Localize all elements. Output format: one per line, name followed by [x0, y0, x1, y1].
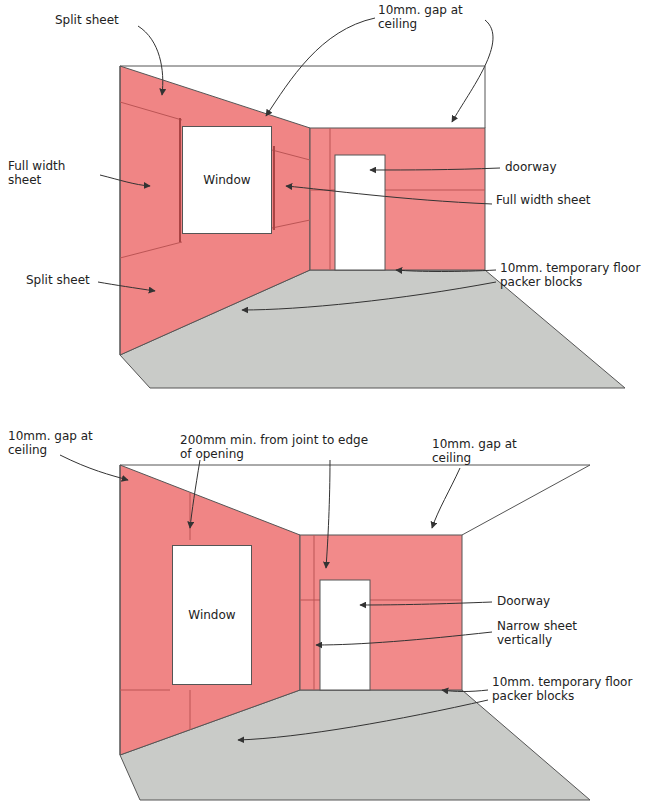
annotation-label: 10mm. gap at ceiling [378, 4, 498, 32]
annotation-label: Split sheet [26, 274, 98, 288]
leader-lines [60, 18, 500, 740]
annotation-label: 10mm. gap at ceiling [432, 438, 522, 466]
annotation-label: 10mm. gap at ceiling [8, 430, 93, 458]
annotation-label: Narrow sheet vertically [497, 620, 627, 648]
annotation-label: Split sheet [55, 14, 145, 28]
annotation-label: Full width sheet [8, 160, 98, 188]
window-opening: Window [182, 126, 272, 234]
window-opening: Window [172, 545, 252, 685]
annotation-label: Doorway [497, 595, 597, 609]
annotation-label: Full width sheet [496, 194, 596, 208]
annotation-label: doorway [505, 161, 595, 175]
top-room [120, 66, 625, 388]
opening-label: Window [188, 608, 235, 622]
annotation-label: 200mm min. from joint to edge of opening [180, 434, 370, 462]
annotation-label: 10mm. temporary floor packer blocks [500, 262, 660, 290]
opening-label: Window [203, 173, 250, 187]
annotation-label: 10mm. temporary floor packer blocks [492, 676, 657, 704]
